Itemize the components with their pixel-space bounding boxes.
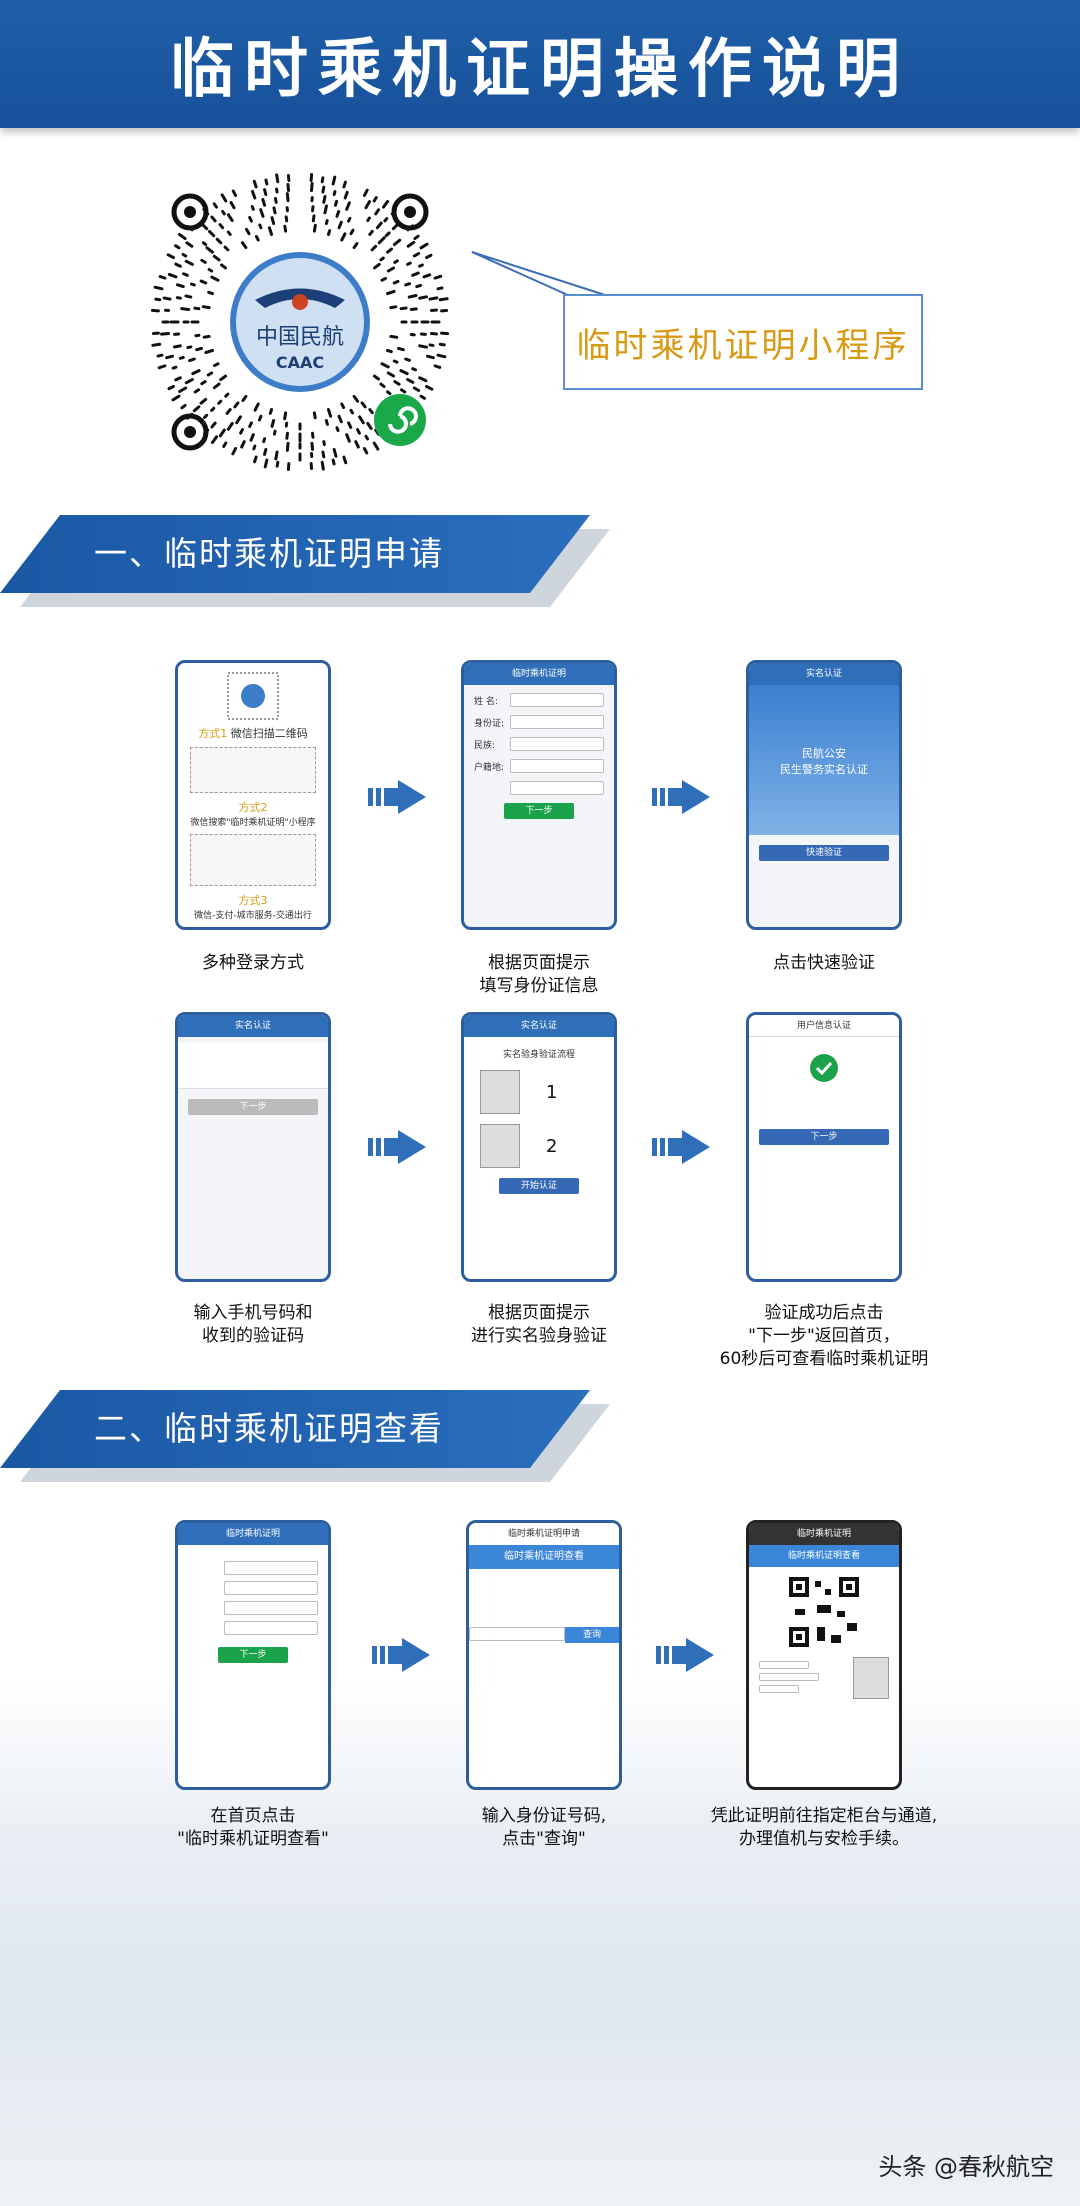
next-button[interactable]: 下一步 <box>188 1099 318 1115</box>
section2-title: 二、临时乘机证明查看 <box>94 1409 444 1448</box>
next-button[interactable]: 下一步 <box>218 1647 288 1663</box>
face-photo-1 <box>480 1070 520 1114</box>
mini-program-callout: 临时乘机证明小程序 <box>563 294 923 390</box>
phone-query: 临时乘机证明申请 临时乘机证明查看 查询 <box>466 1520 622 1790</box>
caac-logo-text: 中国民航 <box>256 325 344 350</box>
caption-view1: 在首页点击 "临时乘机证明查看" <box>177 1806 329 1849</box>
qr-small-icon <box>227 672 279 720</box>
phone-face-verify: 实名认证 实名验身验证流程 1 2 开始认证 <box>461 1012 617 1282</box>
check-icon <box>810 1054 838 1082</box>
caption-step2: 根据页面提示 填写身份证信息 <box>479 953 599 996</box>
phone-login-methods: 方式1 微信扫描二维码 方式2 微信搜索"临时乘机证明"小程序 方式3 微信-支… <box>175 660 331 930</box>
next-button[interactable]: 下一步 <box>504 803 574 819</box>
caption-step6: 验证成功后点击 "下一步"返回首页， 60秒后可查看临时乘机证明 <box>719 1303 929 1369</box>
start-verify-button[interactable]: 开始认证 <box>499 1178 579 1194</box>
watermark: 头条 @春秋航空 <box>878 2153 1054 2181</box>
phone-enter-mobile: 实名认证 下一步 <box>175 1012 331 1282</box>
header-banner: 临时乘机证明操作说明 <box>0 0 1080 128</box>
caption-step1: 多种登录方式 <box>202 953 304 973</box>
phone-certificate: 临时乘机证明 临时乘机证明查看 <box>746 1520 902 1790</box>
mini-program-code: 中国民航 CAAC <box>150 172 450 472</box>
svg-text:CAAC: CAAC <box>276 353 324 372</box>
phone-home-view: 临时乘机证明 下一步 <box>175 1520 331 1790</box>
caption-view3: 凭此证明前往指定柜台与通道, 办理值机与安检手续。 <box>710 1806 938 1849</box>
certificate-qr-code <box>787 1575 861 1649</box>
face-photo-2 <box>480 1124 520 1168</box>
quick-verify-button[interactable]: 快速验证 <box>759 845 889 861</box>
section2-banner: 二、临时乘机证明查看 <box>0 1390 610 1482</box>
arrow-right-icon <box>368 780 426 814</box>
callout-pointer <box>471 251 609 297</box>
arrow-right-icon <box>652 1130 710 1164</box>
arrow-right-icon <box>368 1130 426 1164</box>
next-button[interactable]: 下一步 <box>759 1129 889 1145</box>
arrow-right-icon <box>372 1638 430 1672</box>
section1-title: 一、临时乘机证明申请 <box>94 534 444 573</box>
phone-fill-id: 临时乘机证明 姓 名: 身份证: 民族: 户籍地: 下一步 <box>461 660 617 930</box>
arrow-right-icon <box>656 1638 714 1672</box>
arrow-right-icon <box>652 780 710 814</box>
id-photo <box>853 1657 889 1699</box>
phone-quick-verify: 实名认证 民航公安 民生警务实名认证 快速验证 <box>746 660 902 930</box>
page-title: 临时乘机证明操作说明 <box>170 33 910 107</box>
caption-view2: 输入身份证号码, 点击"查询" <box>481 1806 607 1849</box>
caption-step5: 根据页面提示 进行实名验身验证 <box>471 1303 607 1346</box>
query-button[interactable]: 查询 <box>565 1627 619 1643</box>
section1-banner: 一、临时乘机证明申请 <box>0 515 610 607</box>
caption-step4: 输入手机号码和 收到的验证码 <box>193 1303 313 1346</box>
phone-verify-success: 用户信息认证 下一步 <box>746 1012 902 1282</box>
caption-step3: 点击快速验证 <box>773 953 875 973</box>
